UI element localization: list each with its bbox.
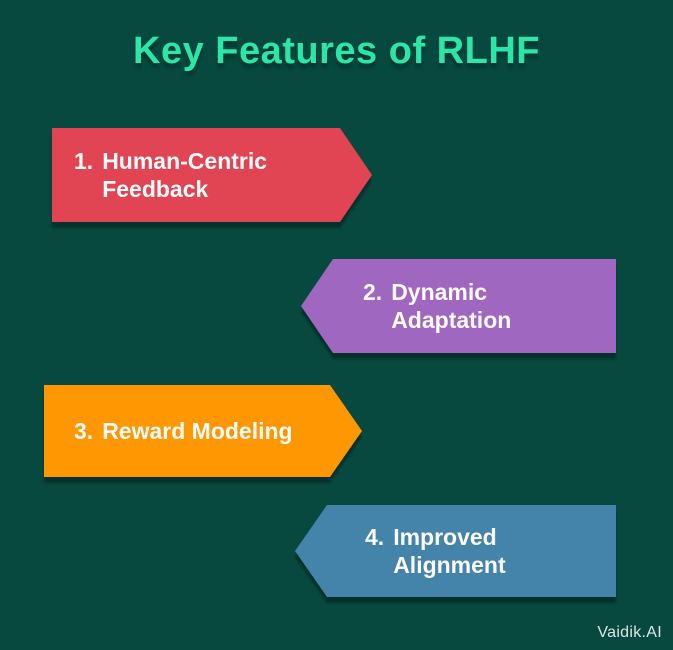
feature-1-line2: Feedback [102,176,209,202]
feature-1-line1: Human-Centric [102,148,268,174]
feature-banner-1-shape: 1. Human-Centric Feedback [52,128,372,222]
feature-banner-2: 2. Dynamic Adaptation [301,259,616,353]
feature-2-number: 2. [363,279,383,305]
feature-4-line1: Improved [393,524,497,550]
feature-3-label: Reward Modeling [102,417,292,445]
feature-3-number: 3. [74,418,94,444]
feature-1-number: 1. [74,148,94,174]
feature-2-line2: Adaptation [391,307,512,333]
feature-4-number: 4. [365,524,385,550]
feature-banner-1-text: 1. Human-Centric Feedback [74,147,267,203]
feature-1-label: Human-Centric Feedback [102,147,267,203]
feature-4-label: Improved Alignment [393,523,505,579]
feature-banner-2-shape: 2. Dynamic Adaptation [301,259,616,353]
watermark: Vaidik.AI [597,624,662,641]
feature-banner-4: 4. Improved Alignment [295,505,616,597]
feature-2-line1: Dynamic [391,279,488,305]
feature-3-line1: Reward Modeling [102,418,293,444]
feature-banner-2-text: 2. Dynamic Adaptation [363,278,511,334]
feature-banner-1: 1. Human-Centric Feedback [52,128,372,222]
feature-4-line2: Alignment [393,552,506,578]
feature-banner-3-shape: 3. Reward Modeling [44,385,362,477]
feature-banner-3: 3. Reward Modeling [44,385,362,477]
feature-banner-4-shape: 4. Improved Alignment [295,505,616,597]
feature-2-label: Dynamic Adaptation [391,278,511,334]
feature-banner-4-text: 4. Improved Alignment [365,523,506,579]
page-title: Key Features of RLHF [133,30,540,72]
feature-banner-3-text: 3. Reward Modeling [74,417,293,445]
